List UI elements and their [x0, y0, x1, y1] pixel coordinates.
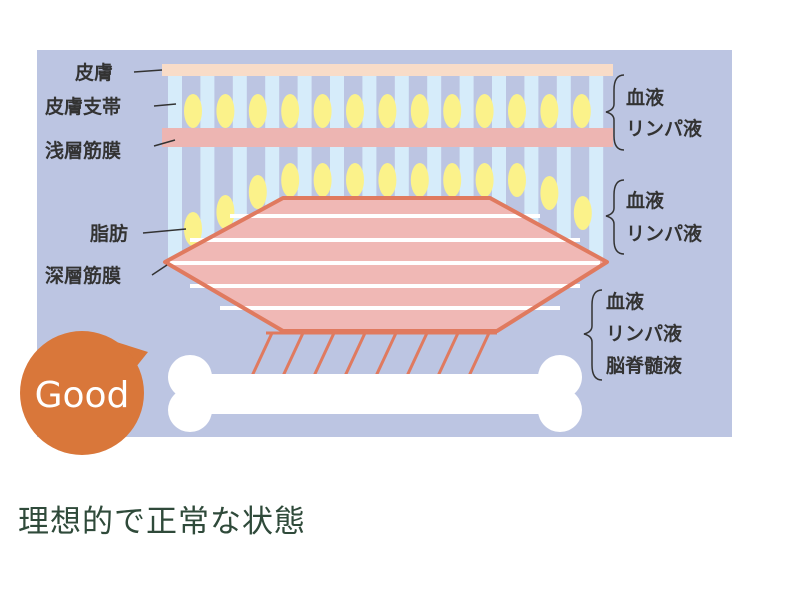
label-superficial-fascia: 浅層筋膜: [45, 139, 121, 162]
tendon-line: [343, 332, 367, 377]
deep-fascia-outline: [163, 196, 609, 333]
fat-cell: [216, 195, 235, 229]
caption: 理想的で正常な状態: [18, 504, 306, 540]
fat-cell: [572, 94, 591, 128]
ligament-stripe: [556, 76, 571, 261]
fat-cell: [346, 94, 364, 128]
tendon-line: [374, 332, 398, 377]
fat-cell: [475, 163, 494, 197]
good-badge: Good: [20, 331, 148, 455]
tendon-line: [467, 332, 491, 377]
fat-cell: [281, 163, 300, 197]
tendon-line: [281, 332, 305, 377]
fat-cell: [184, 212, 202, 246]
ligament-stripe: [200, 76, 215, 261]
muscle-fiber: [170, 261, 600, 265]
muscle-fibers: [170, 214, 600, 310]
ligament-stripe: [168, 76, 182, 261]
fat-cell: [540, 94, 559, 128]
fat-cell: [573, 196, 592, 230]
fat-cell: [346, 163, 364, 197]
fat-cell: [378, 94, 397, 128]
skin-layer: [162, 64, 613, 76]
label-skin-ligament: 皮膚支帯: [45, 95, 121, 118]
bone-shaft: [185, 374, 565, 414]
fat-cell: [508, 94, 526, 128]
ligament-stripe: [589, 76, 604, 261]
fat-cell: [313, 163, 332, 197]
badge-text: Good: [35, 375, 130, 416]
tendon-line: [312, 332, 336, 377]
tendon-line: [405, 332, 429, 377]
muscle: [163, 196, 609, 333]
fat-cell: [248, 175, 267, 209]
fat-cell: [378, 163, 397, 197]
leader-lines: [133, 69, 187, 276]
label-lymph-3: リンパ液: [606, 322, 683, 345]
label-skin: 皮膚: [75, 61, 113, 84]
label-deep-fascia: 深層筋膜: [45, 264, 121, 287]
label-csf: 脳脊髄液: [605, 354, 683, 377]
fat-cell: [475, 94, 494, 128]
fat-cell: [216, 94, 235, 128]
tendon-lines: [250, 331, 497, 377]
superficial-fascia-layer: [162, 128, 613, 147]
fat-cell: [248, 94, 267, 128]
bone: [168, 355, 582, 432]
fat-cell: [184, 94, 202, 128]
fat-cell: [281, 94, 300, 128]
label-lymph-1: リンパ液: [626, 117, 703, 140]
label-blood-2: 血液: [626, 189, 665, 212]
fat-cell: [410, 94, 429, 128]
label-blood-1: 血液: [626, 86, 665, 109]
muscle-fiber: [190, 284, 580, 288]
braces: [583, 74, 625, 381]
muscle-fiber: [230, 214, 540, 218]
muscle-fiber: [220, 306, 560, 310]
bone-knob: [538, 355, 582, 399]
fat-cells: [184, 94, 592, 246]
fat-cell: [443, 94, 462, 128]
label-blood-3: 血液: [606, 290, 645, 313]
fat-cell: [508, 163, 526, 197]
fat-cell: [410, 163, 429, 197]
bone-knob: [168, 355, 212, 399]
tendon-line: [436, 332, 460, 377]
fat-cell: [443, 163, 462, 197]
fat-cell: [540, 176, 559, 210]
muscle-fiber: [190, 238, 580, 242]
tendon-line: [250, 332, 274, 377]
label-fat: 脂肪: [90, 222, 128, 245]
bone-knob: [168, 388, 212, 432]
fat-cell: [313, 94, 332, 128]
bone-knob: [538, 388, 582, 432]
badge-circle: [20, 331, 144, 455]
label-lymph-2: リンパ液: [626, 222, 703, 245]
